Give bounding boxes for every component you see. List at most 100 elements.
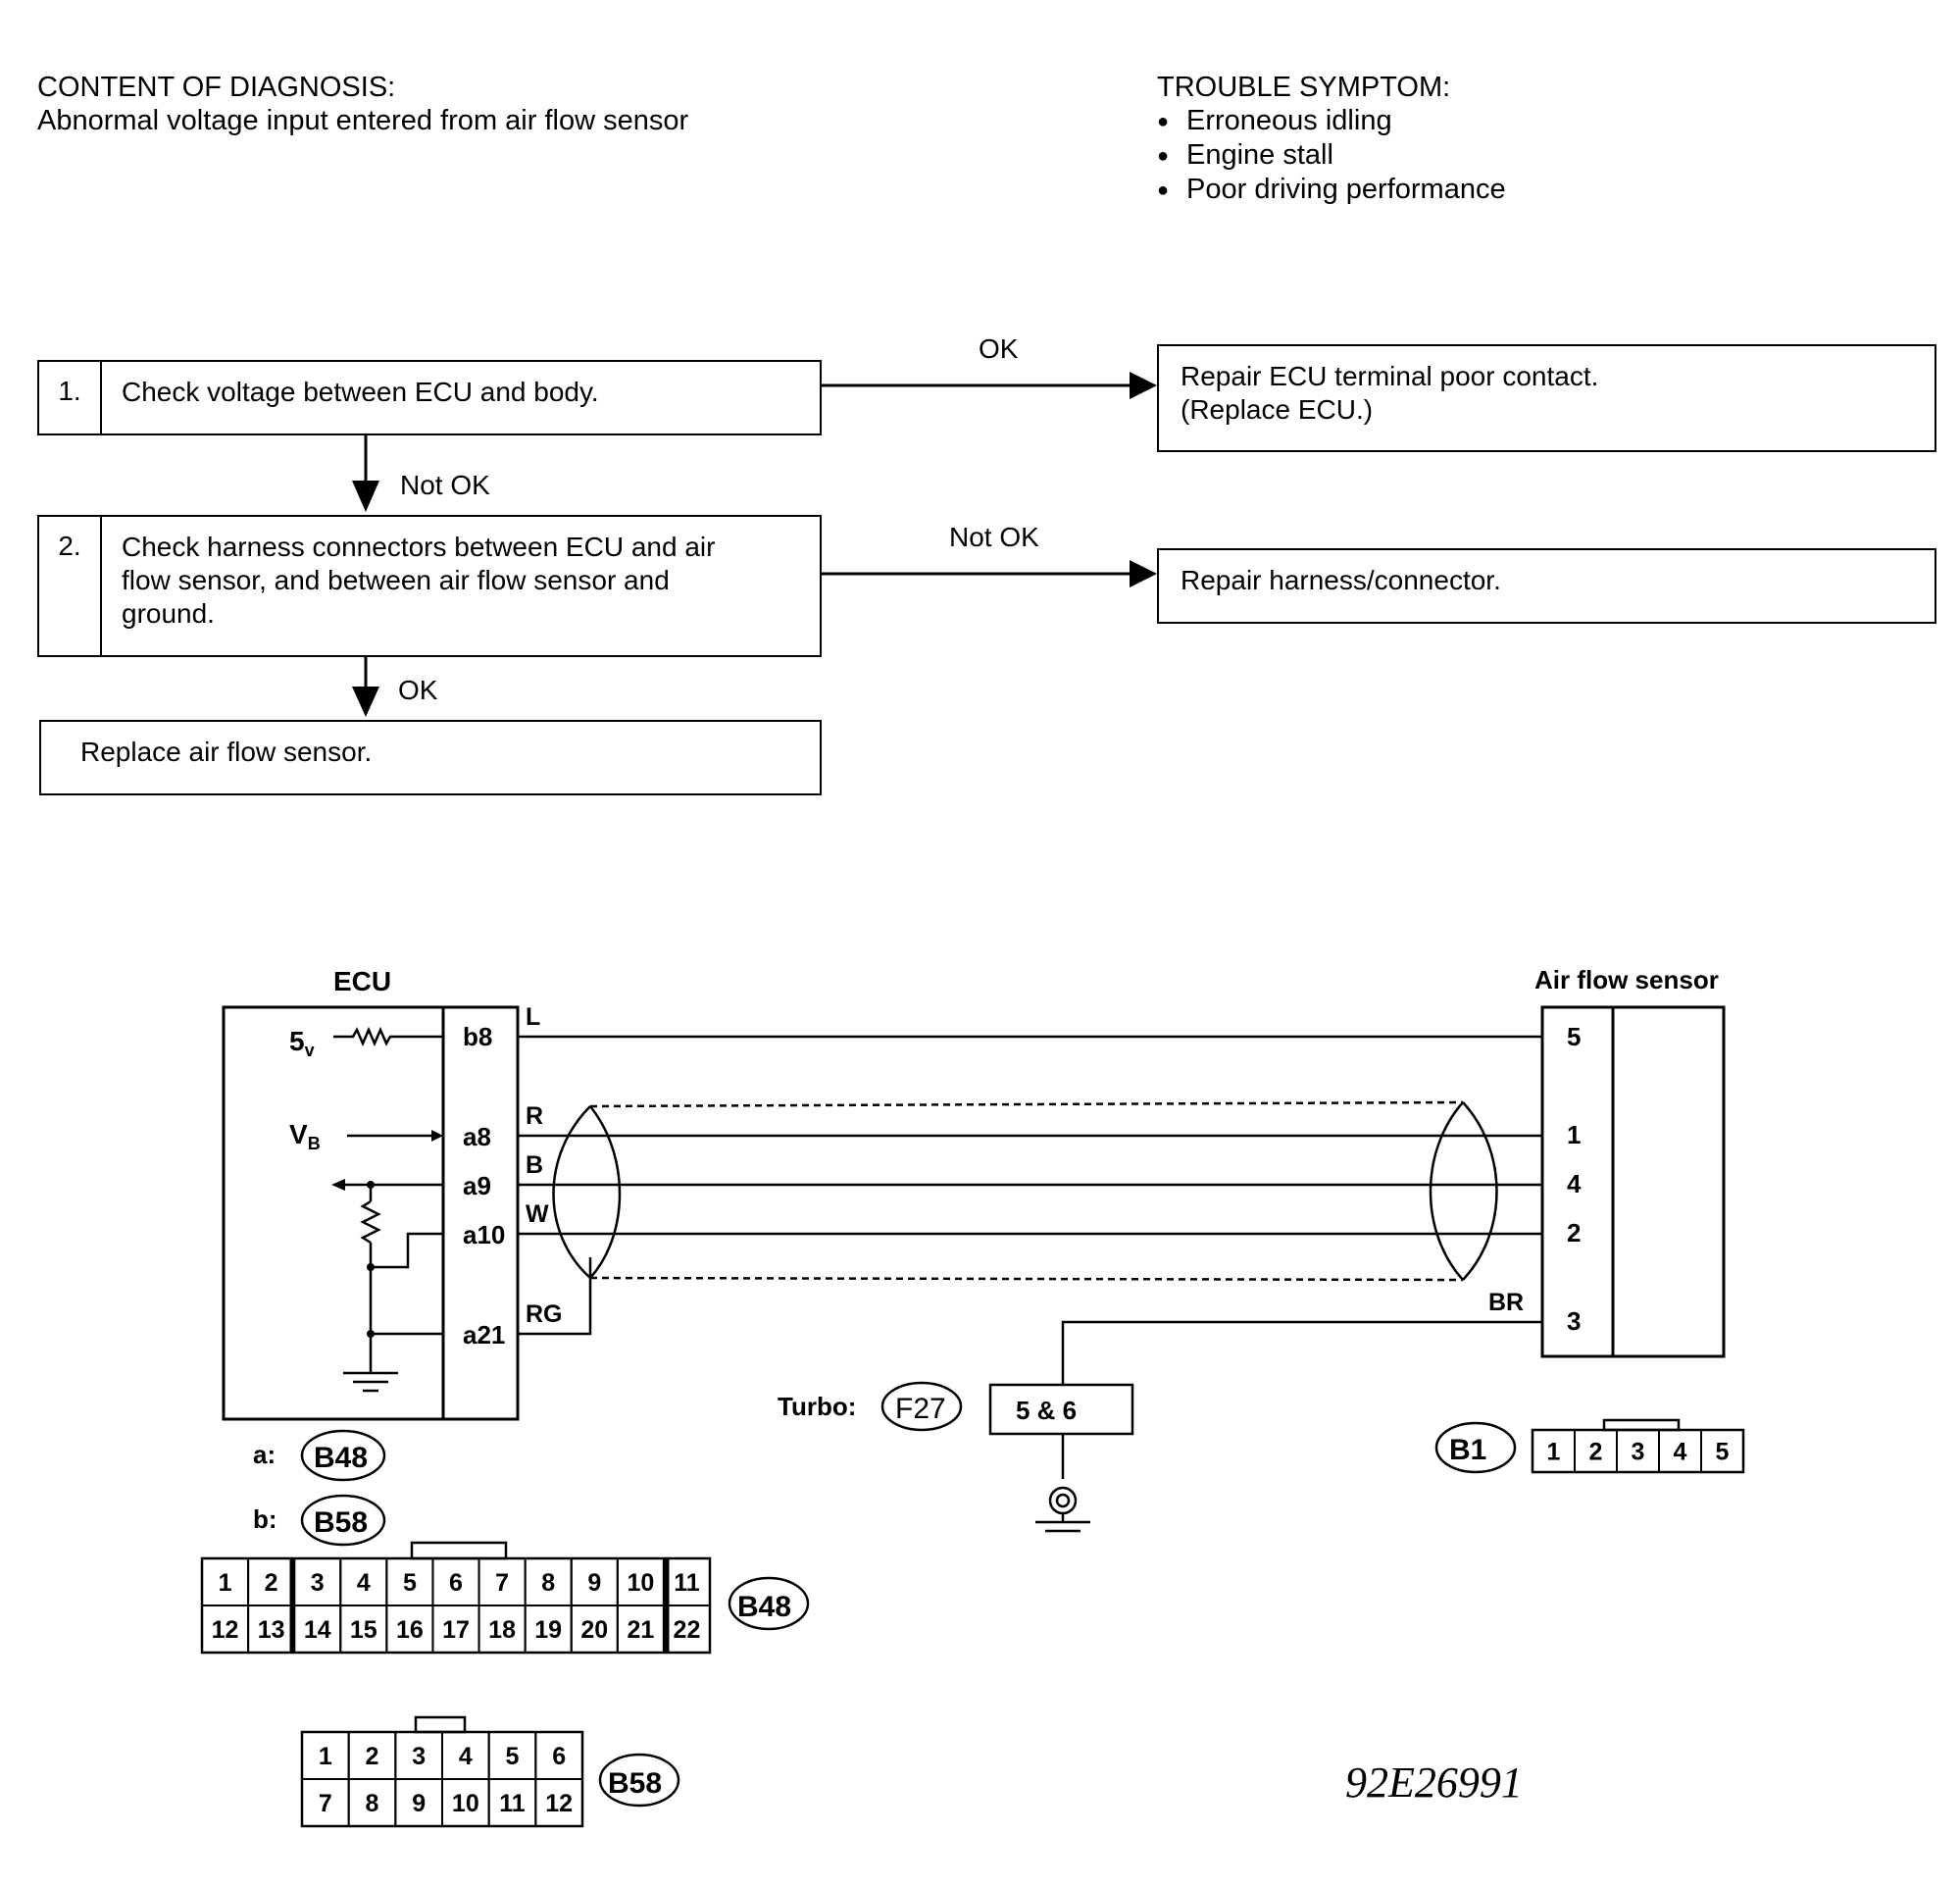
final-text: Replace air flow sensor. (80, 737, 373, 767)
trouble-symptom-heading: TROUBLE SYMPTOM: (1157, 72, 1451, 103)
pin-number: 5 (1716, 1439, 1730, 1466)
ecu-terminal-a9: a9 (463, 1171, 491, 1200)
connector-tag-b-text: B58 (314, 1506, 368, 1539)
a10-link (371, 1232, 443, 1269)
wire-label: RG (526, 1300, 563, 1328)
connector-tag-f27-text: F27 (895, 1393, 946, 1425)
a9-arrowhead (331, 1179, 345, 1191)
step-text: Check harness connectors between ECU and… (122, 532, 716, 629)
pin-number: 18 (488, 1616, 516, 1644)
shield-bottom (589, 1276, 1464, 1282)
pin-number: 14 (304, 1616, 331, 1644)
flow-final-box: Replace air flow sensor. (39, 720, 822, 795)
pin-number: 13 (258, 1616, 285, 1644)
content-of-diagnosis-text: Abnormal voltage input entered from air … (37, 105, 689, 136)
connector-tag-b58 (598, 1753, 680, 1808)
step-number: 2. (39, 517, 102, 655)
b48-latch (410, 1541, 508, 1560)
sense-resistor (360, 1199, 381, 1245)
sensor-pin: 3 (1567, 1306, 1581, 1336)
connector-tag-b (300, 1494, 386, 1547)
wire-label: W (526, 1200, 549, 1228)
pin-number: 7 (495, 1569, 509, 1597)
connector-tag-b48-text: B48 (737, 1591, 791, 1623)
pullup-resistor (333, 1026, 443, 1047)
ecu-terminal-a8: a8 (463, 1122, 491, 1151)
pin-number: 6 (449, 1569, 463, 1597)
wire-label: B (526, 1151, 543, 1179)
shield-top (589, 1100, 1464, 1108)
node-dot (367, 1263, 375, 1271)
pin-number: 9 (412, 1790, 426, 1817)
trouble-symptom-list: Erroneous idling Engine stall Poor drivi… (1157, 104, 1506, 207)
wire-RG-shield-drain (518, 1257, 592, 1336)
pin-number: 5 (506, 1743, 520, 1770)
ecu-terminal-b8: b8 (463, 1022, 492, 1051)
arrowhead-right-2 (1130, 560, 1157, 587)
pin-cell (662, 1605, 712, 1654)
pin-number: 8 (366, 1790, 379, 1817)
result-text: Repair ECU terminal poor contact. (Repla… (1181, 361, 1599, 425)
pin-number: 21 (627, 1616, 654, 1644)
sensor-title: Air flow sensor (1534, 965, 1719, 994)
arrow-label-ok: OK (398, 675, 438, 705)
pin-number: 3 (1632, 1439, 1645, 1466)
pin-number: 10 (452, 1790, 479, 1817)
pin-number: 16 (396, 1616, 424, 1644)
pin-number: 2 (265, 1569, 278, 1597)
connector-tag-b1 (1434, 1421, 1517, 1474)
shield-left-inner (589, 1105, 622, 1279)
connector-tag-b1-text: B1 (1449, 1434, 1486, 1466)
ecu-vb-label: VB (289, 1119, 321, 1153)
wire-BR (1061, 1320, 1542, 1385)
ecu-terminal-a10: a10 (463, 1220, 505, 1249)
pin-number: 19 (534, 1616, 562, 1644)
step-text: Check voltage between ECU and body. (122, 377, 599, 407)
pin-number: 3 (311, 1569, 325, 1597)
pin-number: 2 (366, 1743, 379, 1770)
connector-b-label: b: (253, 1504, 277, 1534)
arrow-label-ok: OK (979, 333, 1019, 364)
symptom-item: Poor driving performance (1157, 173, 1506, 207)
pin-number: 1 (219, 1569, 232, 1597)
air-flow-sensor-box (1540, 1005, 1726, 1358)
pin-number: 5 (403, 1569, 417, 1597)
connector-tag-b58-text: B58 (608, 1767, 662, 1800)
pin-number: 10 (627, 1569, 654, 1597)
arrow-label-not-ok: Not OK (949, 522, 1039, 552)
pin-number: 7 (319, 1790, 332, 1817)
pin-number: 15 (350, 1616, 377, 1644)
vb-arrowhead (431, 1130, 443, 1142)
pin-number: 2 (1589, 1439, 1603, 1466)
connector-tag-a (300, 1429, 386, 1482)
pin-number: 12 (212, 1616, 239, 1644)
sensor-pin: 4 (1567, 1169, 1582, 1198)
ecu-5v-label: 5v (289, 1026, 315, 1060)
shield-left-outer (552, 1105, 591, 1279)
arrow-label-not-ok: Not OK (400, 470, 490, 500)
pin-cell (1700, 1429, 1744, 1473)
wire-label: R (526, 1102, 543, 1130)
pin-number: 4 (459, 1743, 473, 1770)
turbo-label: Turbo: (778, 1392, 856, 1421)
ecu-box (222, 1005, 520, 1421)
flow-result-1: Repair ECU terminal poor contact. (Repla… (1157, 344, 1936, 452)
figure-code: 92E26991 (1345, 1758, 1523, 1807)
pin-number: 1 (319, 1743, 332, 1770)
arrowhead-down-1 (352, 481, 379, 512)
pin-cell (534, 1778, 583, 1827)
sensor-pin: 5 (1567, 1022, 1581, 1051)
connector-a-label: a: (253, 1440, 276, 1469)
connector-tag-b48 (728, 1576, 810, 1631)
ecu-title: ECU (333, 966, 391, 996)
b1-latch (1602, 1418, 1681, 1432)
pin-number: 11 (499, 1790, 526, 1817)
sensor-pin: 1 (1567, 1120, 1581, 1149)
ground-terminal-box (988, 1383, 1134, 1436)
ecu-terminal-a21: a21 (463, 1320, 505, 1350)
arrowhead-right-1 (1130, 372, 1157, 399)
